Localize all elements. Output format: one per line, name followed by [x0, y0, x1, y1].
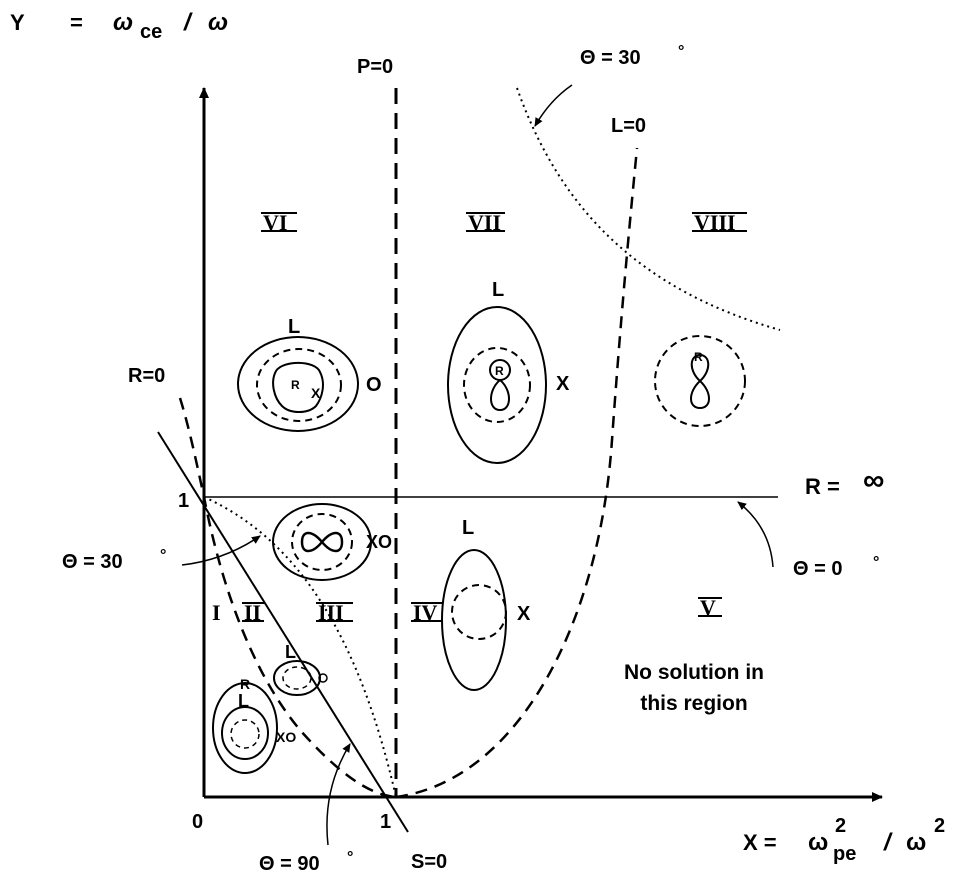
theta-30-left-curve — [203, 496, 397, 798]
svg-text:°: ° — [160, 547, 166, 564]
theta-90-label: Θ = 90 ° — [259, 849, 353, 875]
r-infinity-label: R = ∞ — [805, 464, 884, 499]
svg-text:XO: XO — [276, 729, 296, 745]
svg-text:°: ° — [873, 554, 879, 571]
svg-text:No solution in: No solution in — [624, 661, 764, 684]
svg-text:X: X — [311, 385, 321, 401]
svg-text:Θ = 0: Θ = 0 — [793, 558, 842, 580]
svg-text:Θ = 30: Θ = 30 — [62, 551, 123, 573]
svg-text:°: ° — [678, 43, 684, 60]
svg-text:R: R — [240, 676, 250, 692]
region-ii: II — [242, 600, 264, 625]
svg-text:ω: ω — [208, 9, 228, 36]
svg-text:V: V — [700, 595, 716, 620]
svg-text:L: L — [462, 517, 474, 539]
surface-region-viii: R — [654, 335, 746, 427]
l-zero-label: L=0 — [611, 115, 646, 137]
y-one-label: 1 — [178, 490, 189, 512]
theta-30-left-label: Θ = 30 ° — [62, 547, 166, 573]
region-v: V — [698, 595, 722, 620]
origin-label: 0 — [192, 811, 203, 833]
surface-region-ii-small: L — [273, 642, 328, 696]
surface-region-vi: L R X O — [237, 316, 382, 432]
theta-30-top-label: Θ = 30 ° — [580, 43, 684, 69]
r-zero-label: R=0 — [128, 365, 165, 387]
s-zero-line — [157, 431, 409, 833]
svg-text:R: R — [495, 364, 504, 378]
svg-text:XO: XO — [366, 532, 392, 552]
region-viii: VIII — [692, 210, 747, 235]
svg-text:X: X — [517, 603, 531, 625]
svg-text:R: R — [694, 350, 703, 364]
theta-30-top-curve — [516, 87, 781, 331]
region-vi: VI — [261, 210, 297, 235]
s-zero-label: S=0 — [411, 851, 447, 873]
svg-text:L: L — [238, 691, 249, 711]
region-i: I — [212, 600, 221, 625]
theta-30-left-arrow — [181, 535, 261, 566]
svg-text:I: I — [212, 600, 221, 625]
svg-text:Θ = 30: Θ = 30 — [580, 47, 641, 69]
svg-text:=: = — [70, 10, 83, 35]
svg-text:X =: X = — [743, 830, 777, 855]
svg-text:∞: ∞ — [863, 464, 884, 497]
svg-text:Θ = 90: Θ = 90 — [259, 853, 320, 875]
svg-text:2: 2 — [934, 815, 945, 837]
y-axis-label: Y = ω ce / ω — [10, 9, 228, 43]
svg-text:L: L — [492, 279, 504, 301]
l-zero-curve — [395, 147, 639, 799]
surface-region-iii: XO — [272, 503, 392, 581]
region-vii: VII — [466, 210, 505, 235]
svg-text:/: / — [883, 829, 893, 856]
surface-region-i: R L XO — [212, 676, 296, 774]
theta-90-arrow — [326, 743, 351, 846]
p-zero-label: P=0 — [357, 56, 393, 78]
svg-text:R =: R = — [805, 474, 840, 499]
surface-region-vii: L R X — [447, 279, 570, 464]
region-iv: IV — [411, 600, 442, 625]
svg-text:R: R — [291, 378, 300, 392]
svg-text:ω: ω — [906, 829, 926, 856]
r-zero-curve — [178, 397, 397, 799]
surface-region-iv: L X — [441, 517, 531, 691]
svg-text:II: II — [244, 600, 261, 625]
theta-30-top-arrow — [534, 84, 573, 127]
region-iii: III — [316, 600, 353, 625]
no-solution-note: No solution in this region — [624, 661, 764, 715]
theta-0-arrow — [737, 501, 774, 568]
svg-text:this region: this region — [640, 692, 747, 715]
svg-text:Y: Y — [10, 10, 25, 35]
svg-text:pe: pe — [833, 843, 856, 865]
svg-text:2: 2 — [835, 815, 846, 837]
svg-text:ω: ω — [113, 9, 133, 36]
svg-text:O: O — [366, 374, 382, 396]
theta-0-label: Θ = 0 ° — [793, 554, 879, 580]
x-axis-label: X = ω 2 pe / ω 2 — [743, 815, 945, 865]
x-one-label: 1 — [380, 811, 391, 833]
svg-text:X: X — [556, 373, 570, 395]
svg-text:L: L — [285, 642, 296, 662]
svg-text:ω: ω — [808, 829, 828, 856]
svg-text:°: ° — [347, 849, 353, 866]
svg-text:L: L — [288, 316, 300, 338]
svg-text:/: / — [183, 9, 193, 36]
svg-text:ce: ce — [140, 21, 162, 43]
